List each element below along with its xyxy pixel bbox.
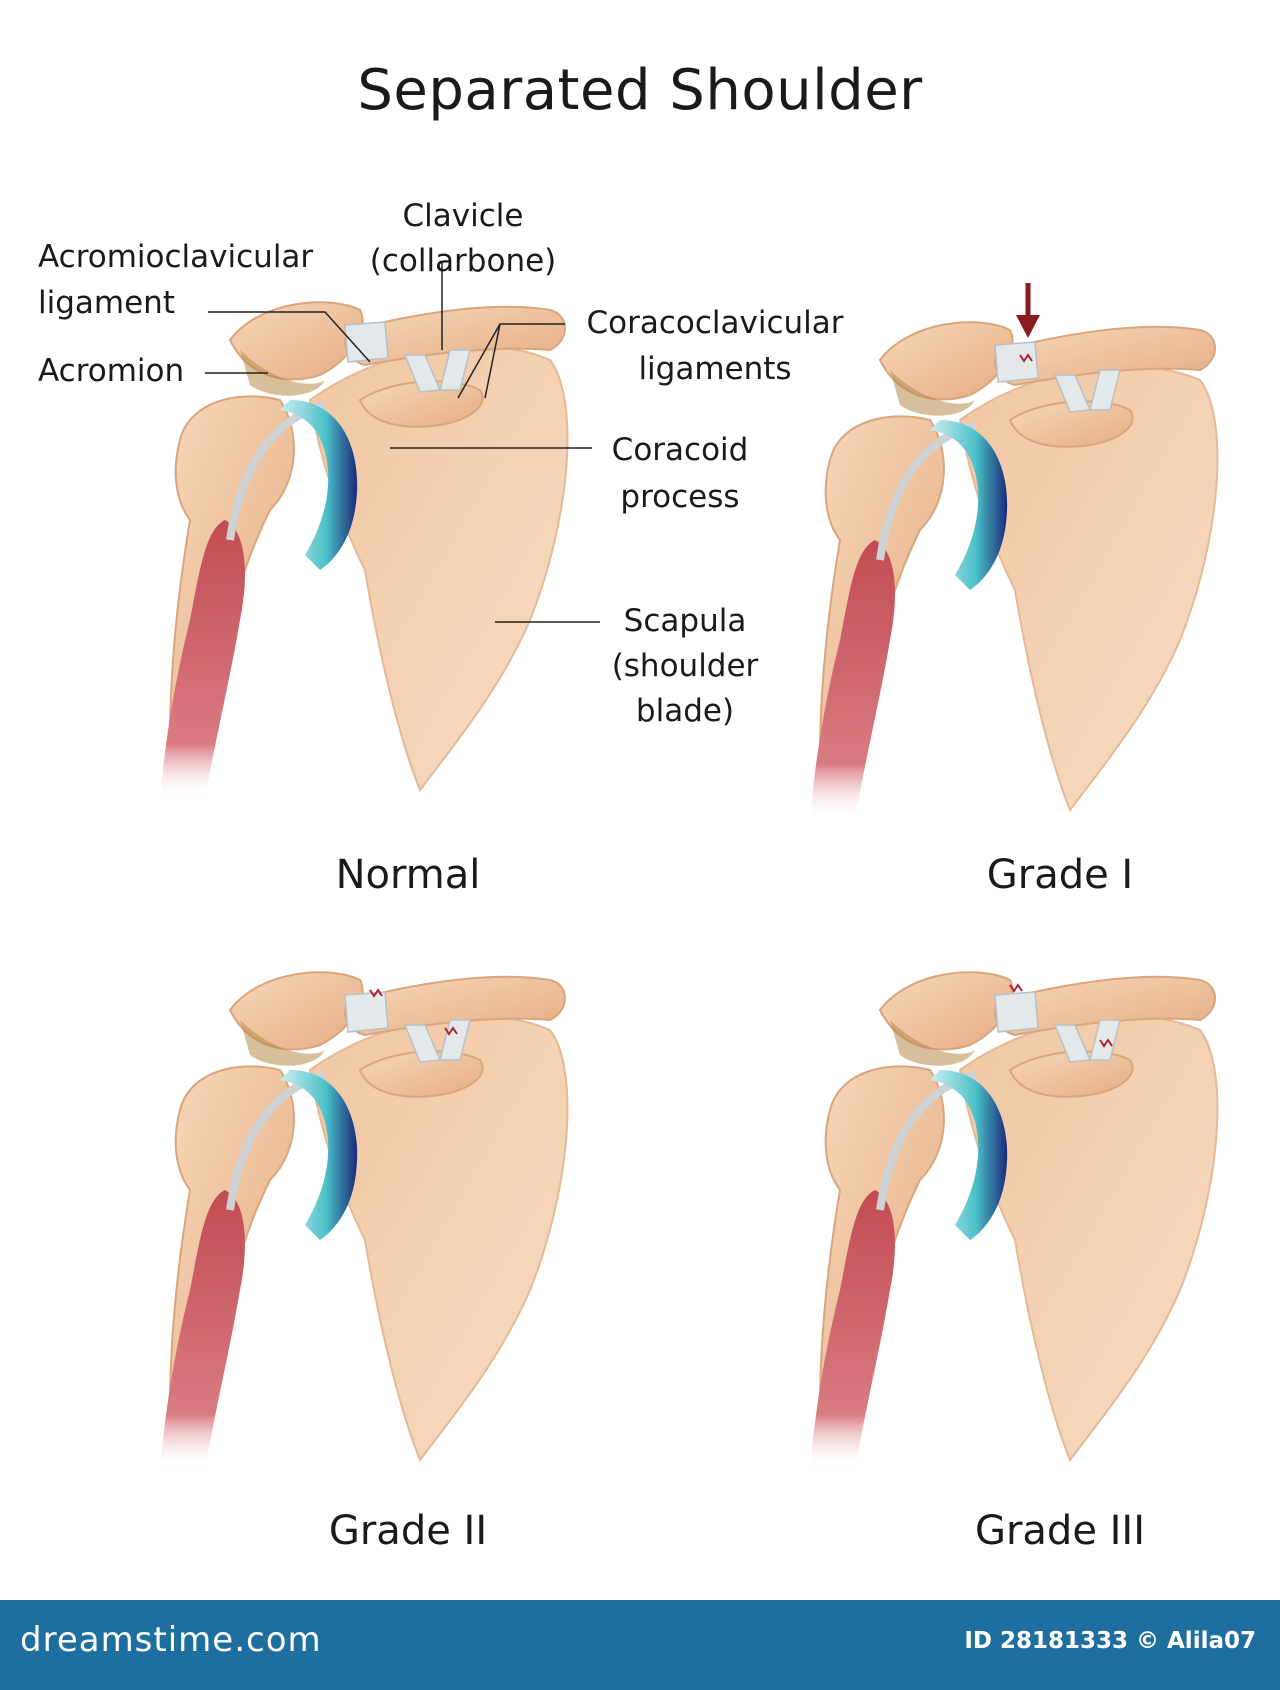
label-collarbone: (collarbone) (369, 243, 557, 279)
label-ligaments: ligaments (638, 351, 792, 387)
label-process: process (620, 479, 740, 515)
page-title: Separated Shoulder (357, 58, 923, 123)
label-shoulder: (shoulder (611, 648, 759, 684)
label-acromioclavicular: Acromioclavicular (38, 239, 314, 275)
label-coracoid: Coracoid (611, 432, 749, 468)
footer-credit: ID 28181333 © Alila07 (964, 1628, 1256, 1654)
caption-grade-2: Grade II (328, 1508, 488, 1554)
caption-grade-1: Grade I (986, 852, 1134, 898)
panel-grade-1-illustration (810, 283, 1217, 820)
label-scapula: Scapula (623, 603, 747, 639)
label-coracoclavicular: Coracoclavicular (586, 305, 844, 341)
label-blade: blade) (635, 693, 735, 729)
footer-brand[interactable]: dreamstime.com (20, 1620, 322, 1660)
label-acromion: Acromion (38, 353, 185, 389)
footer-bar: dreamstime.com ID 28181333 © Alila07 (0, 1600, 1280, 1690)
label-leader-lines (205, 262, 600, 623)
panel-grade-3-illustration (810, 972, 1217, 1470)
caption-grade-3: Grade III (974, 1508, 1146, 1554)
panel-normal-illustration (160, 302, 567, 800)
caption-normal: Normal (335, 852, 481, 898)
label-ligament: ligament (38, 285, 175, 321)
shoulder-illustrations (0, 262, 1280, 1600)
panel-grade-2-illustration (160, 972, 567, 1470)
label-clavicle: Clavicle (402, 198, 524, 234)
